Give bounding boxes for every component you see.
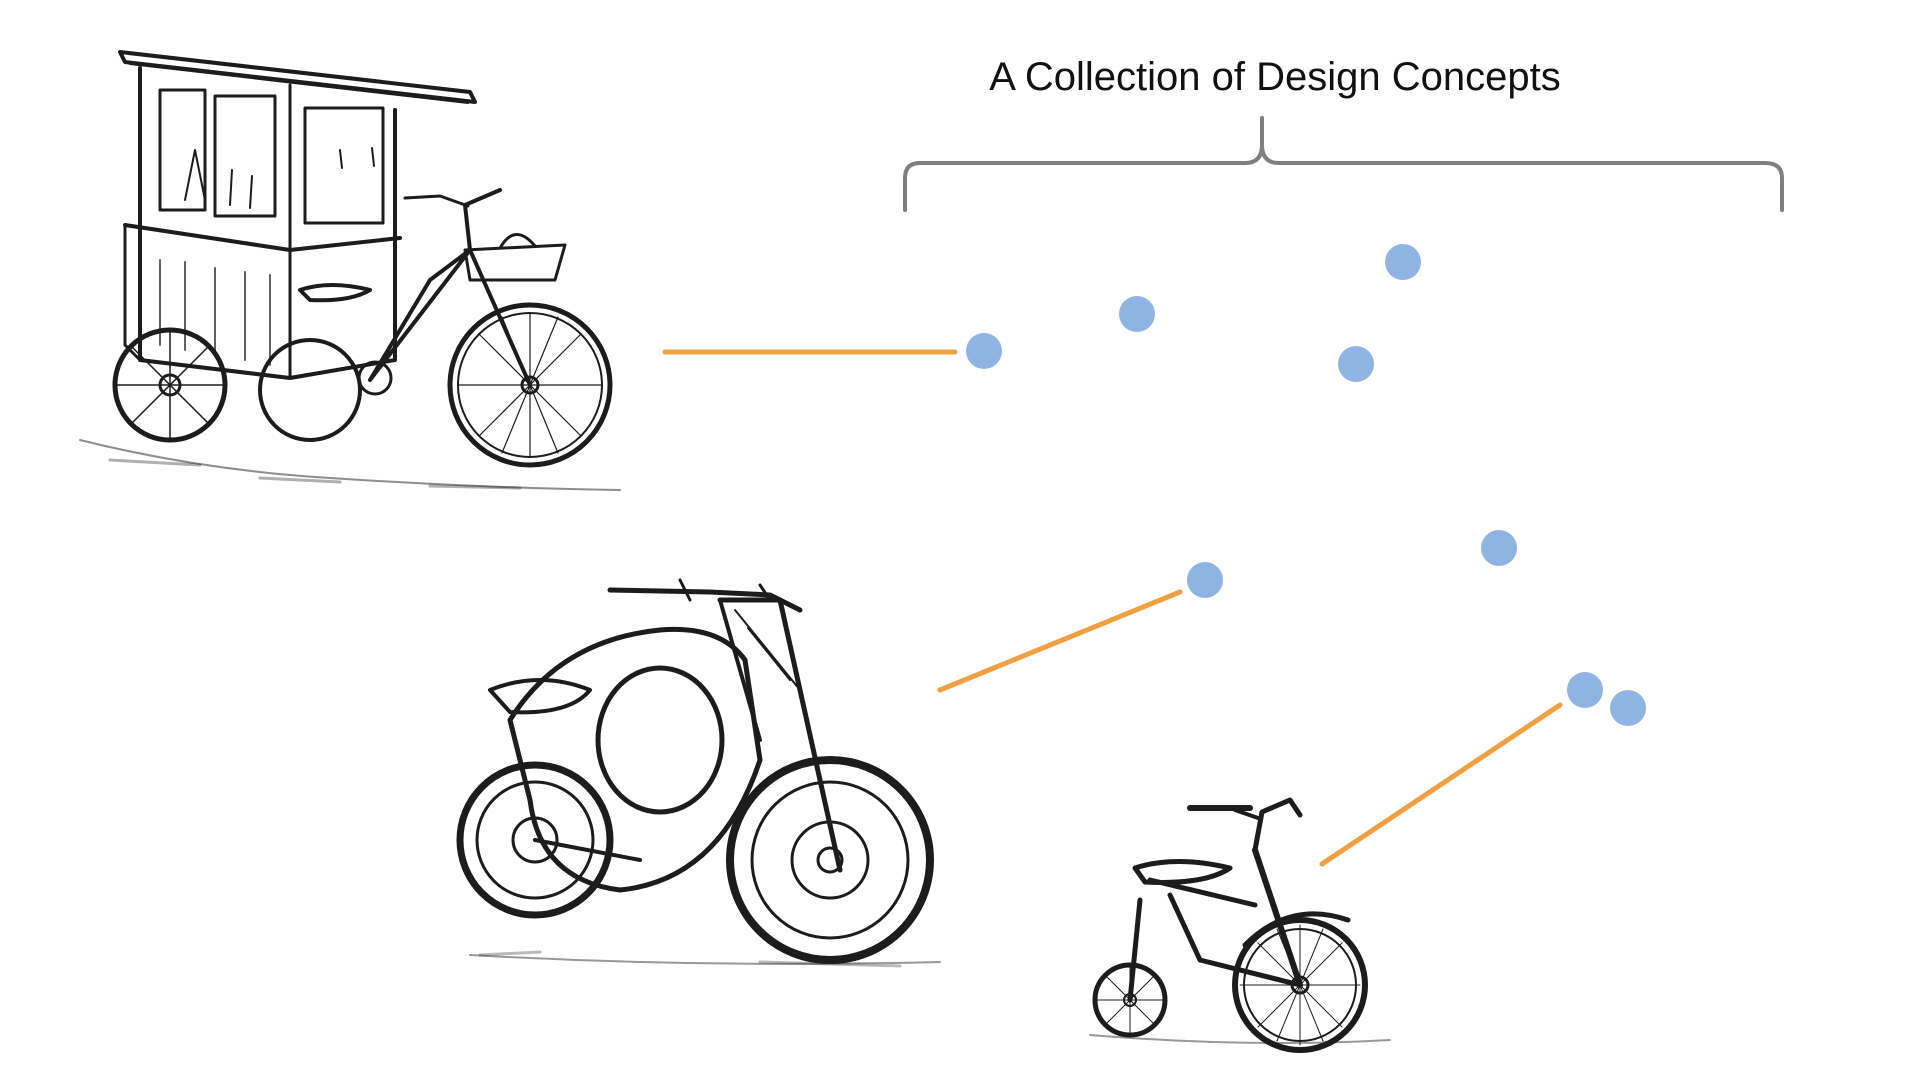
concept-dot — [1338, 346, 1374, 382]
concept-dot — [1187, 562, 1223, 598]
connector-line-motorcycle — [937, 589, 1183, 693]
vendor-cart-tricycle-sketch — [79, 50, 621, 491]
concept-dots — [966, 244, 1646, 726]
concept-dot — [1119, 296, 1155, 332]
concept-dot — [1567, 672, 1603, 708]
collection-bracket — [903, 116, 1784, 212]
concept-dot — [1481, 530, 1517, 566]
child-tricycle-sketch — [1089, 797, 1391, 1053]
concept-dot — [1610, 690, 1646, 726]
concept-dot — [966, 333, 1002, 369]
concept-dot — [1385, 244, 1421, 280]
page-title: A Collection of Design Concepts — [989, 55, 1560, 99]
connector-line-tricycle — [1319, 702, 1563, 867]
concept-motorcycle-sketch — [456, 578, 941, 968]
